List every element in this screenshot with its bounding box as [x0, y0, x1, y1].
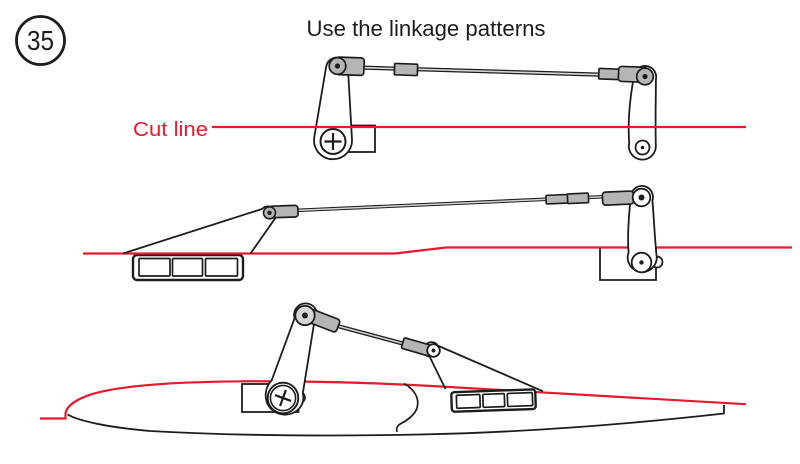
servo-screw — [266, 381, 300, 415]
clevis-pin-center — [267, 210, 272, 215]
clevis-pin-center — [302, 312, 308, 319]
flap-hinge-rib — [395, 382, 419, 433]
page-title: Use the linkage patterns — [307, 16, 546, 41]
slotted-mounting-plate — [131, 253, 245, 282]
step-badge: 35 — [15, 15, 66, 66]
slotted-mounting-plate — [450, 388, 537, 413]
triangle-control-horn — [122, 205, 277, 255]
right-servo-arm — [626, 185, 658, 273]
servo-screw — [319, 128, 347, 155]
right-control-horn — [627, 65, 658, 161]
cut-line-label: Cut line — [133, 118, 208, 141]
servo-output-center — [639, 260, 644, 265]
clevis-pin-center — [334, 63, 341, 69]
triangle-control-horn — [423, 341, 544, 393]
horn-hole-center — [640, 145, 645, 150]
clevis-pin-center — [642, 73, 648, 80]
figure-linkage-middle — [83, 185, 792, 282]
figure-linkage-top — [212, 56, 746, 161]
step-number: 35 — [27, 25, 54, 56]
rod-coupler — [545, 192, 590, 205]
figure-wing-section — [40, 302, 747, 437]
cut-line — [40, 380, 747, 420]
clevis — [601, 190, 635, 206]
clevis-pin-center — [431, 348, 436, 353]
clevis-pin-center — [638, 194, 645, 201]
airfoil-lower-outline — [67, 405, 725, 437]
rod-coupler — [393, 62, 419, 77]
pushrod — [329, 321, 413, 349]
cut-line — [83, 246, 792, 255]
step-badge-circle — [15, 15, 66, 66]
